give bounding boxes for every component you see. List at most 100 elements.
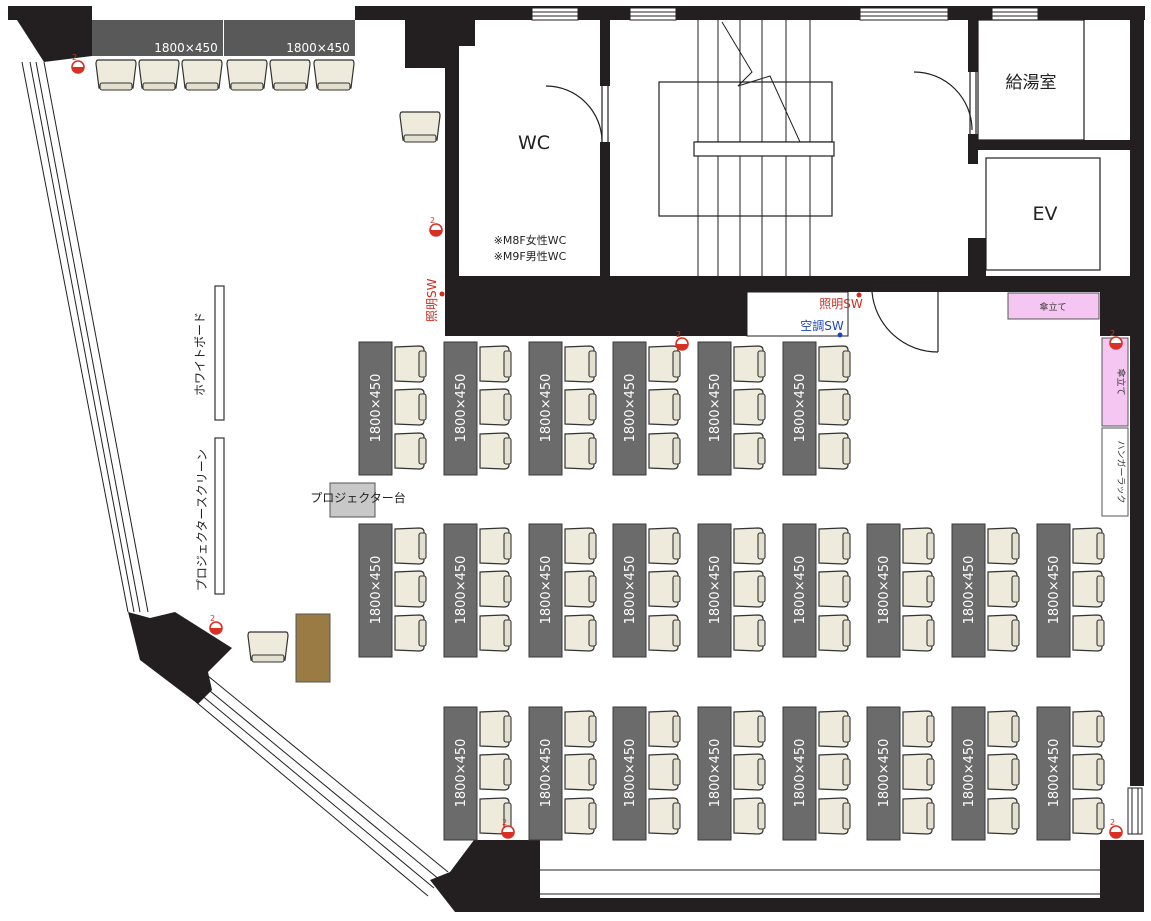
chair xyxy=(648,797,681,835)
chair xyxy=(269,59,311,91)
top-windows xyxy=(531,7,1039,21)
top-table-1-label: 1800×450 xyxy=(154,41,218,55)
chair xyxy=(1072,753,1105,791)
chair xyxy=(818,432,851,470)
chair xyxy=(479,753,512,791)
desk-size-label: 1800×450 xyxy=(623,739,638,808)
projector-table xyxy=(329,482,376,518)
wall-stair-right-bottom xyxy=(968,238,986,292)
desk-size-label: 1800×450 xyxy=(877,556,892,625)
desk-size-label: 1800×450 xyxy=(454,739,469,808)
walls xyxy=(8,6,1145,912)
outlet: 2 xyxy=(429,216,443,237)
kyutoshitsu-label: 給湯室 xyxy=(1006,73,1057,93)
chair xyxy=(247,631,289,663)
outlet: 2 xyxy=(209,614,223,635)
desk xyxy=(866,523,901,658)
chair xyxy=(733,797,766,835)
chair xyxy=(733,570,766,608)
wall-corner-top-left xyxy=(8,6,92,62)
desk-size-label: 1800×450 xyxy=(1047,556,1062,625)
chair xyxy=(902,710,935,748)
desk xyxy=(358,341,393,476)
desk-size-label: 1800×450 xyxy=(539,556,554,625)
chair xyxy=(818,797,851,835)
desk xyxy=(612,523,647,658)
chair xyxy=(1072,527,1105,565)
chair xyxy=(648,570,681,608)
chair xyxy=(479,388,512,426)
chair xyxy=(818,527,851,565)
chair xyxy=(564,570,597,608)
svg-text:2: 2 xyxy=(72,53,77,62)
lighting-switch-label: 照明SW xyxy=(819,297,863,311)
desk-size-label: 1800×450 xyxy=(793,556,808,625)
chair xyxy=(226,59,268,91)
chair xyxy=(564,345,597,383)
outlet: 2 xyxy=(71,53,85,74)
desk-size-label: 1800×450 xyxy=(539,739,554,808)
chair xyxy=(987,614,1020,652)
chair xyxy=(564,432,597,470)
aircon-switch-dot xyxy=(837,332,843,338)
desk xyxy=(697,341,732,476)
chair xyxy=(818,388,851,426)
desk-size-label: 1800×450 xyxy=(708,374,723,443)
chair xyxy=(987,570,1020,608)
chair xyxy=(479,527,512,565)
chair xyxy=(648,753,681,791)
chair xyxy=(902,797,935,835)
chair xyxy=(733,753,766,791)
desk-size-label: 1800×450 xyxy=(962,739,977,808)
desk xyxy=(443,341,478,476)
chair xyxy=(648,614,681,652)
chair xyxy=(648,388,681,426)
chair xyxy=(902,527,935,565)
chair xyxy=(394,432,427,470)
wall-core-lower-block xyxy=(445,292,747,336)
wc-label: WC xyxy=(518,132,550,154)
hanger-rack-label: ハンガーラック xyxy=(1115,440,1126,503)
svg-text:2: 2 xyxy=(1110,329,1115,338)
podium xyxy=(295,613,331,683)
desk-size-label: 1800×450 xyxy=(708,739,723,808)
chair xyxy=(733,432,766,470)
top-table-2 xyxy=(224,20,355,56)
svg-text:2: 2 xyxy=(676,330,681,339)
chair xyxy=(138,59,180,91)
desk xyxy=(528,706,563,841)
chair xyxy=(648,710,681,748)
svg-text:2: 2 xyxy=(210,614,215,623)
desk xyxy=(782,341,817,476)
chair xyxy=(564,797,597,835)
desk-size-label: 1800×450 xyxy=(623,374,638,443)
desk xyxy=(866,706,901,841)
desk-size-label: 1800×450 xyxy=(1047,739,1062,808)
wall-door-jamb-left xyxy=(848,276,872,292)
chair xyxy=(394,345,427,383)
wall-wc-right xyxy=(600,20,610,86)
wall-core-bottom xyxy=(445,276,1132,292)
whiteboard xyxy=(214,285,225,421)
chair xyxy=(987,527,1020,565)
chair xyxy=(1072,797,1105,835)
top-table-1 xyxy=(92,20,223,56)
desk-size-label: 1800×450 xyxy=(454,374,469,443)
desk-size-label: 1800×450 xyxy=(369,374,384,443)
desk xyxy=(1036,523,1071,658)
chair xyxy=(648,527,681,565)
desk-rows: 1800×450 1800×450 1800×450 1800×450 1800×450… xyxy=(358,341,1071,841)
chair xyxy=(479,432,512,470)
chair xyxy=(733,345,766,383)
chair xyxy=(1072,614,1105,652)
chair xyxy=(564,388,597,426)
desk xyxy=(951,523,986,658)
umbrella-stand-side-label: 傘立て xyxy=(1115,368,1127,395)
wall-stair-right xyxy=(968,20,978,72)
chair xyxy=(181,59,223,91)
chair xyxy=(394,527,427,565)
svg-text:2: 2 xyxy=(430,216,435,225)
wall-bottom xyxy=(540,898,1100,912)
svg-text:2: 2 xyxy=(1110,818,1115,827)
umbrella-stand-top-label: 傘立て xyxy=(1039,301,1066,313)
